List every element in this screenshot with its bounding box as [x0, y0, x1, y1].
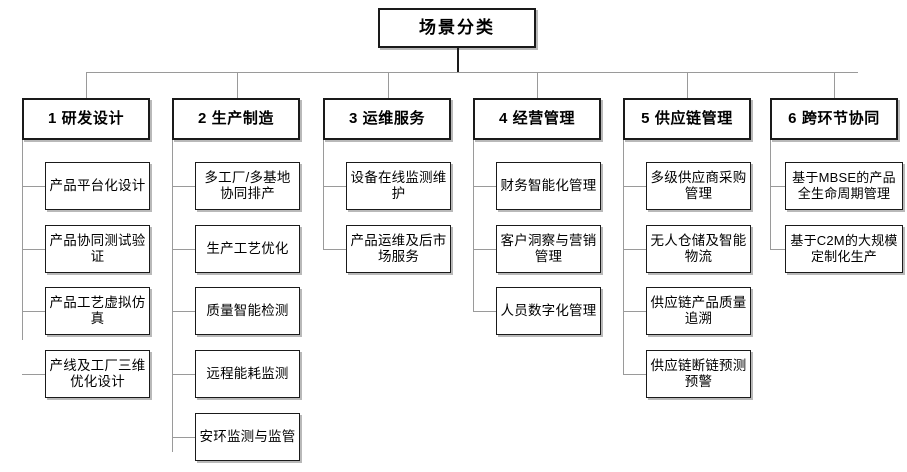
- category-3-stub-connector-1: [323, 186, 346, 187]
- leaf-node-3-1[interactable]: 设备在线监测维护: [346, 162, 451, 210]
- category-node-6[interactable]: 6 跨环节协同: [770, 98, 898, 140]
- leaf-node-2-3-label: 质量智能检测: [206, 302, 289, 318]
- category-4-stub-connector-2: [473, 249, 496, 250]
- category-2-stub-connector-1: [172, 186, 195, 187]
- category-drop-connector-3: [388, 72, 389, 98]
- leaf-node-2-2[interactable]: 生产工艺优化: [195, 225, 300, 273]
- leaf-node-6-1-label: 基于MBSE的产品全生命周期管理: [792, 170, 896, 201]
- category-node-4-label: 4 经营管理: [498, 109, 576, 127]
- category-1-stub-connector-2: [22, 249, 45, 250]
- leaf-node-4-2-label: 客户洞察与营销管理: [500, 232, 597, 264]
- leaf-node-1-1[interactable]: 产品平台化设计: [45, 162, 150, 210]
- category-node-3[interactable]: 3 运维服务: [323, 98, 451, 140]
- category-6-spine-connector: [770, 140, 771, 250]
- category-5-spine-connector: [623, 140, 624, 375]
- leaf-node-1-1-label: 产品平台化设计: [49, 177, 146, 193]
- category-1-spine-connector: [22, 140, 23, 340]
- category-2-spine-connector: [172, 140, 173, 452]
- category-2-stub-connector-2: [172, 249, 195, 250]
- category-4-stub-connector-3: [473, 311, 496, 312]
- category-4-stub-connector-1: [473, 186, 496, 187]
- category-3-spine-connector: [323, 140, 324, 250]
- leaf-node-2-1-label: 多工厂/多基地协同排产: [204, 169, 291, 201]
- leaf-node-5-3-label: 供应链产品质量追溯: [650, 294, 747, 326]
- leaf-node-2-4[interactable]: 远程能耗监测: [195, 350, 300, 398]
- leaf-node-1-3[interactable]: 产品工艺虚拟仿真: [45, 287, 150, 335]
- category-node-5[interactable]: 5 供应链管理: [623, 98, 751, 140]
- leaf-node-3-2-label: 产品运维及后市场服务: [350, 232, 447, 264]
- leaf-node-5-1-label: 多级供应商采购管理: [650, 169, 747, 201]
- leaf-node-1-3-label: 产品工艺虚拟仿真: [49, 294, 146, 326]
- leaf-node-2-3[interactable]: 质量智能检测: [195, 287, 300, 335]
- leaf-node-5-3[interactable]: 供应链产品质量追溯: [646, 287, 751, 335]
- category-drop-connector-1: [86, 72, 87, 98]
- category-1-stub-connector-1: [22, 186, 45, 187]
- leaf-node-4-3-label: 人员数字化管理: [500, 302, 597, 318]
- leaf-node-2-5[interactable]: 安环监测与监管: [195, 413, 300, 461]
- leaf-node-5-2-label: 无人仓储及智能物流: [650, 232, 747, 264]
- leaf-node-5-2[interactable]: 无人仓储及智能物流: [646, 225, 751, 273]
- leaf-node-6-1[interactable]: 基于MBSE的产品全生命周期管理: [785, 162, 903, 210]
- category-6-stub-connector-1: [770, 186, 785, 187]
- category-bus-connector: [86, 72, 858, 73]
- category-node-1[interactable]: 1 研发设计: [22, 98, 150, 140]
- leaf-node-5-4[interactable]: 供应链断链预测预警: [646, 350, 751, 398]
- leaf-node-1-2[interactable]: 产品协同测试验证: [45, 225, 150, 273]
- category-5-stub-connector-4: [623, 374, 646, 375]
- leaf-node-2-5-label: 安环监测与监管: [199, 428, 296, 444]
- leaf-node-2-4-label: 远程能耗监测: [206, 365, 289, 381]
- leaf-node-2-2-label: 生产工艺优化: [206, 240, 289, 256]
- category-node-1-label: 1 研发设计: [47, 109, 125, 127]
- leaf-node-1-4[interactable]: 产线及工厂三维优化设计: [45, 350, 150, 398]
- leaf-node-2-1[interactable]: 多工厂/多基地协同排产: [195, 162, 300, 210]
- leaf-node-3-1-label: 设备在线监测维护: [350, 169, 447, 201]
- category-node-3-label: 3 运维服务: [348, 109, 426, 127]
- category-node-2-label: 2 生产制造: [197, 109, 275, 127]
- category-node-2[interactable]: 2 生产制造: [172, 98, 300, 140]
- category-5-stub-connector-1: [623, 186, 646, 187]
- root-node[interactable]: 场景分类: [378, 8, 536, 48]
- root-node-label: 场景分类: [419, 17, 495, 37]
- category-node-5-label: 5 供应链管理: [641, 109, 733, 127]
- category-drop-connector-6: [834, 72, 835, 98]
- leaf-node-4-3[interactable]: 人员数字化管理: [496, 287, 601, 335]
- leaf-node-4-1[interactable]: 财务智能化管理: [496, 162, 601, 210]
- leaf-node-1-2-label: 产品协同测试验证: [49, 232, 146, 264]
- category-6-stub-connector-2: [770, 249, 785, 250]
- category-2-stub-connector-5: [172, 437, 195, 438]
- category-4-spine-connector: [473, 140, 474, 312]
- leaf-node-1-4-label: 产线及工厂三维优化设计: [49, 357, 146, 389]
- category-2-stub-connector-3: [172, 311, 195, 312]
- category-drop-connector-4: [537, 72, 538, 98]
- leaf-node-6-2[interactable]: 基于C2M的大规模定制化生产: [785, 225, 903, 273]
- leaf-node-4-1-label: 财务智能化管理: [500, 177, 597, 193]
- leaf-node-3-2[interactable]: 产品运维及后市场服务: [346, 225, 451, 273]
- root-stem-connector: [457, 48, 459, 72]
- leaf-node-5-1[interactable]: 多级供应商采购管理: [646, 162, 751, 210]
- category-node-6-label: 6 跨环节协同: [788, 109, 880, 127]
- category-node-4[interactable]: 4 经营管理: [473, 98, 601, 140]
- category-2-stub-connector-4: [172, 374, 195, 375]
- leaf-node-6-2-label: 基于C2M的大规模定制化生产: [790, 233, 898, 264]
- category-drop-connector-2: [237, 72, 238, 98]
- category-5-stub-connector-2: [623, 249, 646, 250]
- category-3-stub-connector-2: [323, 249, 346, 250]
- category-drop-connector-5: [687, 72, 688, 98]
- leaf-node-4-2[interactable]: 客户洞察与营销管理: [496, 225, 601, 273]
- category-1-stub-connector-3: [22, 311, 45, 312]
- category-5-stub-connector-3: [623, 311, 646, 312]
- category-1-stub-connector-4: [22, 374, 45, 375]
- leaf-node-5-4-label: 供应链断链预测预警: [650, 357, 747, 389]
